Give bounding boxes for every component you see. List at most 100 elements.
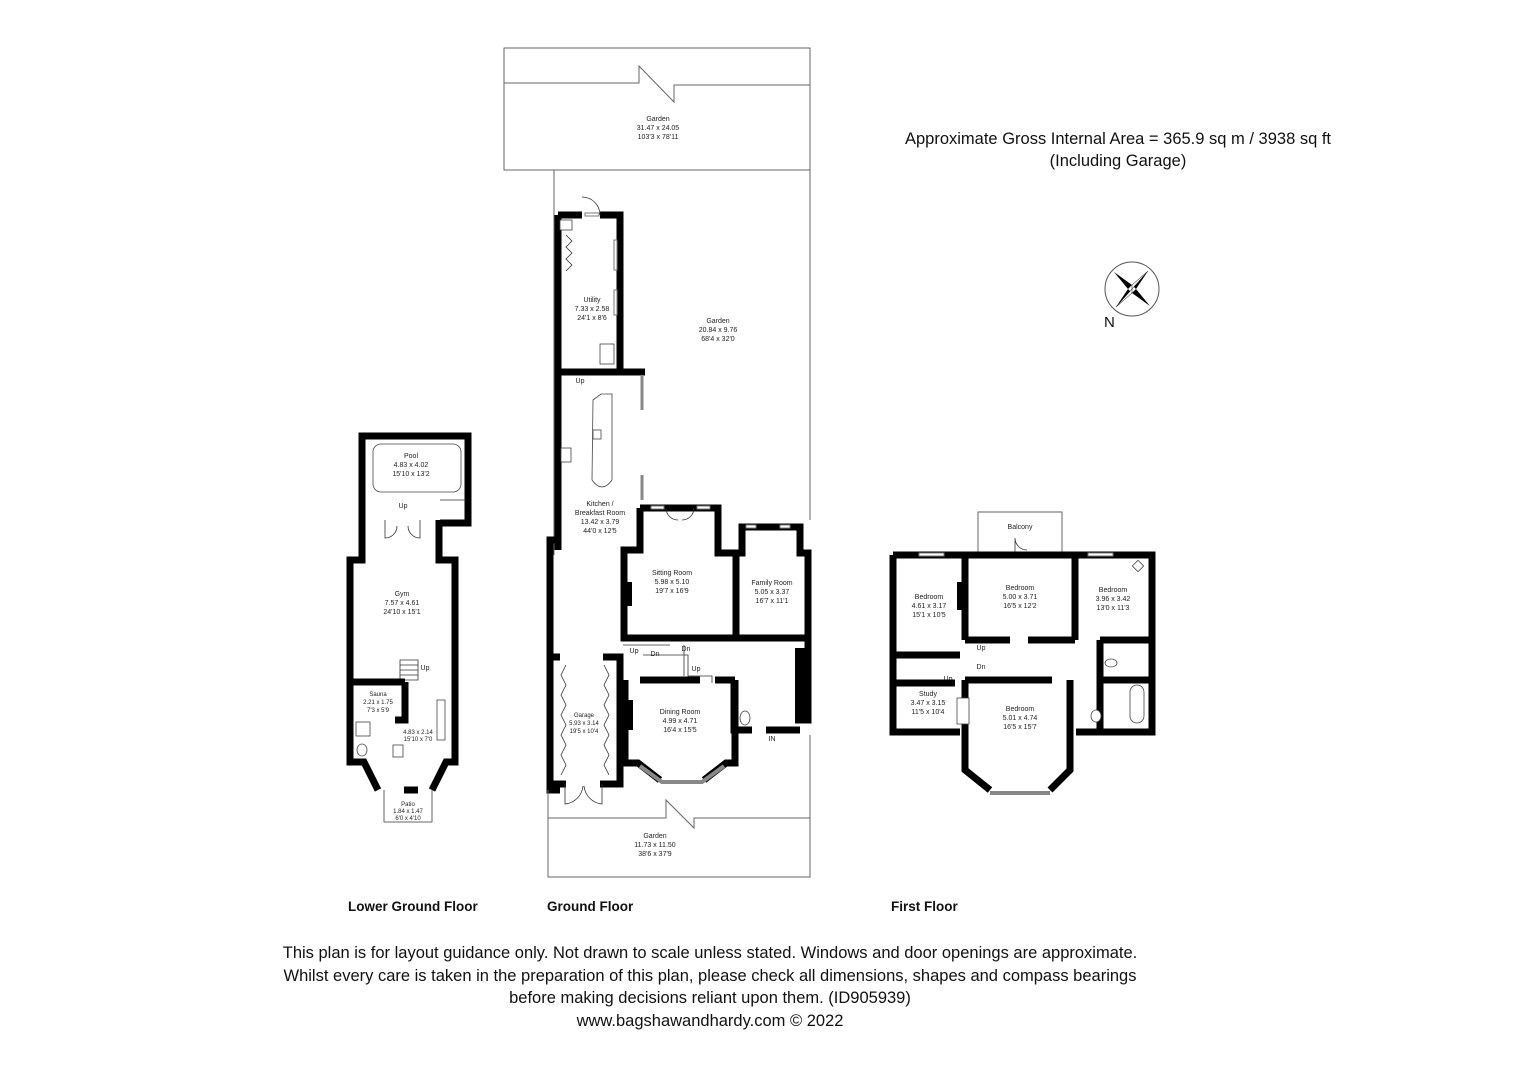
ground-wc <box>730 680 800 734</box>
svg-text:4.99 x 4.71: 4.99 x 4.71 <box>663 718 698 725</box>
bathrooms <box>1090 640 1152 730</box>
first-floor-label: First Floor <box>891 899 958 914</box>
svg-text:Garden: Garden <box>706 318 729 325</box>
svg-text:Garden: Garden <box>643 833 666 840</box>
svg-text:68'4 x 32'0: 68'4 x 32'0 <box>701 336 735 343</box>
ground-floor-label: Ground Floor <box>547 899 634 914</box>
svg-text:Sitting Room: Sitting Room <box>652 570 692 577</box>
svg-text:24'10 x 15'1: 24'10 x 15'1 <box>383 609 420 616</box>
dining-room: Dining Room 4.99 x 4.71 16'4 x 15'5 <box>621 676 739 784</box>
svg-text:7.33 x 2.58: 7.33 x 2.58 <box>575 306 610 313</box>
pool: Pool 4.83 x 4.02 15'10 x 13'2 Up <box>358 432 472 527</box>
svg-text:4.83 x 4.02: 4.83 x 4.02 <box>394 462 429 469</box>
gym: Gym 7.57 x 4.61 24'10 x 15'1 Up <box>346 518 459 794</box>
svg-text:Dining Room: Dining Room <box>660 709 701 716</box>
svg-text:Garden: Garden <box>646 116 669 123</box>
gross-internal-area: Approximate Gross Internal Area = 365.9 … <box>860 128 1376 172</box>
svg-text:Up: Up <box>576 378 585 385</box>
svg-text:5.00 x 3.71: 5.00 x 3.71 <box>1003 594 1038 601</box>
svg-text:1.84 x 1.47: 1.84 x 1.47 <box>393 809 423 815</box>
svg-text:Dn: Dn <box>651 651 660 658</box>
study: Study 3.47 x 3.15 11'5 x 10'4 <box>893 651 960 716</box>
patio: Patio 1.84 x 1.47 6'0 x 4'10 <box>383 790 433 823</box>
svg-text:6'0 x 4'10: 6'0 x 4'10 <box>395 816 421 822</box>
svg-text:16'5 x 15'7: 16'5 x 15'7 <box>1003 724 1037 731</box>
disclaimer-line-3: before making decisions reliant upon the… <box>509 989 911 1007</box>
compass-north-label: N <box>1104 314 1115 331</box>
svg-text:Pool: Pool <box>404 453 418 460</box>
front-garden: Garden 11.73 x 11.50 38'6 x 37'9 <box>547 735 811 878</box>
svg-text:15'10 x 13'2: 15'10 x 13'2 <box>392 471 429 478</box>
garden-side: Garden 20.84 x 9.76 68'4 x 32'0 <box>699 318 738 343</box>
bedroom-2: Bedroom 5.00 x 3.71 16'5 x 12'2 <box>965 555 1079 644</box>
svg-text:Utility: Utility <box>583 297 601 304</box>
sauna: Sauna 2.21 x 1.75 7'3 x 5'9 <box>350 678 409 758</box>
disclaimer: This plan is for layout guidance only. N… <box>200 942 1220 1032</box>
svg-text:13.42 x 3.79: 13.42 x 3.79 <box>581 519 620 526</box>
svg-text:20.84 x 9.76: 20.84 x 9.76 <box>699 327 738 334</box>
kitchen-breakfast-room: Up Kitchen / Breakfast Room 13.42 x 3.79… <box>558 368 645 535</box>
svg-text:13'0 x 11'3: 13'0 x 11'3 <box>1097 605 1130 612</box>
svg-text:Dn: Dn <box>682 646 691 653</box>
ground-floor-plan: Garden 31.47 x 24.05 103'3 x 78'11 Garde… <box>503 47 812 878</box>
svg-text:24'1 x 8'6: 24'1 x 8'6 <box>577 315 607 322</box>
svg-text:3.96 x 3.42: 3.96 x 3.42 <box>1096 596 1131 603</box>
svg-text:31.47 x 24.05: 31.47 x 24.05 <box>637 125 680 132</box>
svg-text:5.01 x 4.74: 5.01 x 4.74 <box>1003 715 1038 722</box>
balcony: Balcony <box>977 511 1063 555</box>
svg-text:Up: Up <box>977 645 986 652</box>
svg-text:7'3 x 5'9: 7'3 x 5'9 <box>367 708 390 714</box>
svg-text:5.93 x 3.14: 5.93 x 3.14 <box>569 721 599 727</box>
family-room: Family Room 5.05 x 3.37 16'7 x 11'1 <box>736 523 812 724</box>
svg-text:16'7 x 11'1: 16'7 x 11'1 <box>756 598 789 605</box>
svg-text:Gym: Gym <box>395 591 410 598</box>
svg-text:Up: Up <box>421 665 430 672</box>
area-note: (Including Garage) <box>1049 152 1187 170</box>
svg-text:7.57 x 4.61: 7.57 x 4.61 <box>385 600 420 607</box>
rear-garden-top: Garden 31.47 x 24.05 103'3 x 78'11 <box>503 47 811 171</box>
svg-text:Up: Up <box>692 666 701 673</box>
svg-text:38'6 x 37'9: 38'6 x 37'9 <box>638 851 672 858</box>
utility-room: Utility 7.33 x 2.58 24'1 x 8'6 <box>554 196 624 550</box>
svg-text:Garage: Garage <box>574 713 595 719</box>
svg-text:Patio: Patio <box>401 802 415 808</box>
bedroom-4: Bedroom 5.01 x 4.74 16'5 x 15'7 <box>956 676 1074 795</box>
svg-text:Bedroom: Bedroom <box>1099 587 1128 594</box>
area-line: Approximate Gross Internal Area = 365.9 … <box>904 130 1332 148</box>
lower-ground-floor-label: Lower Ground Floor <box>348 899 478 914</box>
svg-text:4.83 x 2.14: 4.83 x 2.14 <box>403 730 433 736</box>
svg-text:Breakfast Room: Breakfast Room <box>575 510 625 517</box>
svg-text:2.21 x 1.75: 2.21 x 1.75 <box>363 700 393 706</box>
svg-text:16'4 x 15'5: 16'4 x 15'5 <box>663 727 697 734</box>
disclaimer-line-1: This plan is for layout guidance only. N… <box>282 944 1138 962</box>
svg-text:16'5 x 12'2: 16'5 x 12'2 <box>1003 603 1037 610</box>
svg-text:15'10 x 7'0: 15'10 x 7'0 <box>404 737 433 743</box>
svg-text:Up: Up <box>630 648 639 655</box>
svg-text:4.61 x 3.17: 4.61 x 3.17 <box>912 603 947 610</box>
svg-text:Bedroom: Bedroom <box>1006 706 1035 713</box>
garage: Garage 5.93 x 3.14 19'5 x 10'4 <box>550 653 624 805</box>
disclaimer-line-2: Whilst every care is taken in the prepar… <box>283 966 1137 985</box>
svg-text:Up: Up <box>399 503 408 510</box>
website-link[interactable]: www.bagshawandhardy.com © 2022 <box>576 1011 844 1030</box>
svg-text:19'5 x 10'4: 19'5 x 10'4 <box>570 729 599 735</box>
svg-text:11.73 x 11.50: 11.73 x 11.50 <box>634 842 675 849</box>
lower-ground-floor-plan: Pool 4.83 x 4.02 15'10 x 13'2 Up Gym 7.5… <box>346 432 472 823</box>
bedroom-3: Bedroom 3.96 x 3.42 13'0 x 11'3 <box>1096 559 1152 644</box>
svg-text:15'1 x 10'5: 15'1 x 10'5 <box>912 612 946 619</box>
compass-rose-icon <box>1104 261 1160 317</box>
svg-text:Balcony: Balcony <box>1008 524 1033 531</box>
svg-text:Bedroom: Bedroom <box>1006 585 1035 592</box>
svg-text:IN: IN <box>769 736 776 743</box>
svg-text:19'7 x 16'9: 19'7 x 16'9 <box>655 588 689 595</box>
bedroom-1: Bedroom 4.61 x 3.17 15'1 x 10'5 <box>912 555 969 640</box>
shower-room: 4.83 x 2.14 15'10 x 7'0 <box>403 699 446 743</box>
svg-text:Study: Study <box>919 691 937 698</box>
svg-text:3.47 x 3.15: 3.47 x 3.15 <box>911 700 946 707</box>
svg-text:Sauna: Sauna <box>369 692 387 698</box>
sitting-room: Sitting Room 5.98 x 5.10 19'7 x 16'9 <box>620 504 740 642</box>
svg-text:44'0 x 12'5: 44'0 x 12'5 <box>583 528 617 535</box>
hallway-stairs: Up Dn Dn Up IN <box>623 644 776 743</box>
svg-text:Kitchen /: Kitchen / <box>586 501 613 508</box>
